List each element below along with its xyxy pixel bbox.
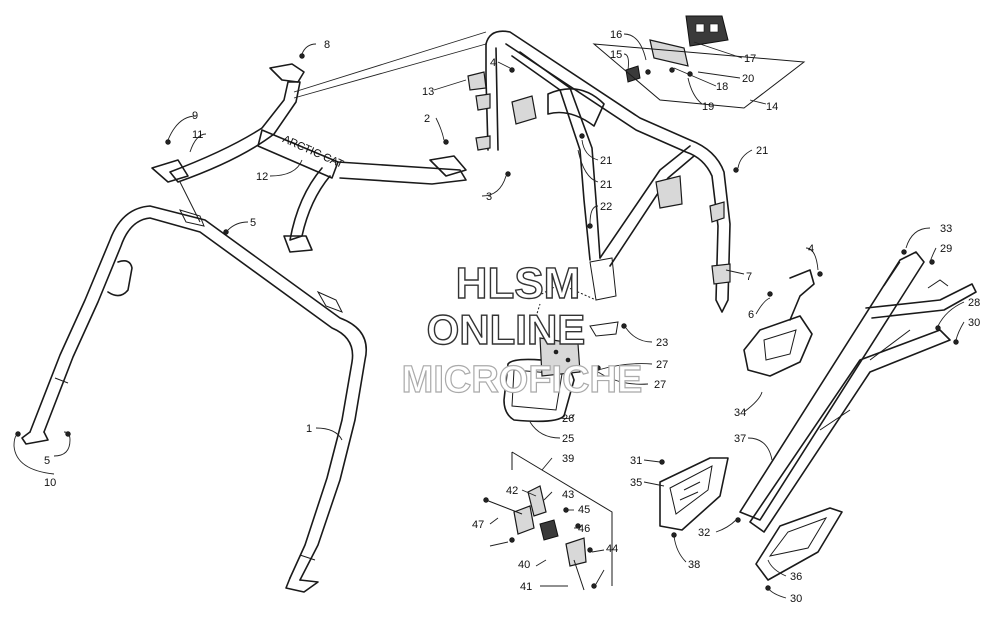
callout-21: 21 xyxy=(756,145,768,157)
roll-cage-logo-text: ARCTIC CAT xyxy=(281,133,346,171)
callout-7: 9 xyxy=(192,110,198,122)
callout-27: 30 xyxy=(968,317,980,329)
callout-9: 12 xyxy=(256,171,268,183)
watermark-line-1: HLSM xyxy=(456,259,581,308)
watermark: HLSM ONLINE MICROFICHE xyxy=(401,258,643,401)
callout-7: 8 xyxy=(324,39,330,51)
callout-38: 40 xyxy=(518,559,530,571)
callout-labels: 8 9 11 12 5 1 5 10 13 2 3 4 16 15 17 20 … xyxy=(44,29,980,605)
callout-4: 4 xyxy=(808,243,814,255)
callout-16: 18 xyxy=(716,81,728,93)
callout-8: 11 xyxy=(192,129,203,141)
callout-1: 1 xyxy=(306,423,312,435)
callout-29: 31 xyxy=(630,455,642,467)
callout-40: 42 xyxy=(506,485,518,497)
callout-36: 38 xyxy=(688,559,700,571)
callout-14: 16 xyxy=(610,29,622,41)
callout-32: 34 xyxy=(734,407,746,419)
callout-12: 14 xyxy=(766,101,778,113)
rear-roll-cage xyxy=(467,30,731,313)
callout-42: 44 xyxy=(606,543,618,555)
long-support-frame xyxy=(739,251,977,533)
callout-18: 20 xyxy=(742,73,754,85)
callout-27: 29 xyxy=(940,243,952,255)
hardware-fasteners xyxy=(15,53,959,591)
hinge-assembly xyxy=(485,451,613,591)
callout-43: 45 xyxy=(578,504,590,516)
callout-23: 26 xyxy=(562,413,574,425)
callout-30: 32 xyxy=(698,527,710,539)
rear-light-assembly xyxy=(503,283,619,423)
callout-7: 10 xyxy=(44,477,56,489)
callout-34: 36 xyxy=(790,571,802,583)
upper-cross-bar xyxy=(151,63,305,223)
callout-11: 7 xyxy=(746,271,752,283)
callout-45: 47 xyxy=(472,519,484,531)
callout-21: 22 xyxy=(600,201,612,213)
callout-17: 19 xyxy=(702,101,714,113)
callout-4: 4 xyxy=(490,57,496,69)
callout-5: 5 xyxy=(44,455,50,467)
callout-6: 6 xyxy=(748,309,754,321)
watermark-line-2: ONLINE xyxy=(427,306,586,353)
callout-28: 30 xyxy=(790,593,802,605)
callout-19: 21 xyxy=(600,155,612,167)
callout-39: 41 xyxy=(520,581,532,593)
callout-10: 13 xyxy=(422,86,434,98)
right-mounting-plate xyxy=(755,507,843,581)
callout-31: 33 xyxy=(940,223,952,235)
callout-33: 35 xyxy=(630,477,642,489)
callout-15: 17 xyxy=(744,53,756,65)
side-guard xyxy=(743,269,815,377)
light-assembly xyxy=(293,15,806,109)
callout-20: 21 xyxy=(600,179,612,191)
callout-13: 15 xyxy=(610,49,622,61)
grab-bar-with-logo: ARCTIC CAT xyxy=(257,129,467,253)
callout-25: 27 xyxy=(656,359,668,371)
callout-24: 27 xyxy=(654,379,666,391)
callout-3: 3 xyxy=(486,191,492,203)
callout-21: 23 xyxy=(656,337,668,349)
callout-5: 5 xyxy=(250,217,256,229)
callout-41: 43 xyxy=(562,489,574,501)
roll-bar-front xyxy=(21,205,367,593)
callout-35: 37 xyxy=(734,433,746,445)
watermark-line-3: MICROFICHE xyxy=(402,359,643,401)
callout-37: 39 xyxy=(562,453,574,465)
callout-22: 25 xyxy=(562,433,574,445)
callout-leaders xyxy=(13,33,965,599)
callout-2: 2 xyxy=(424,113,430,125)
left-mounting-plate xyxy=(659,457,729,531)
callout-26: 28 xyxy=(968,297,980,309)
callout-44: 46 xyxy=(578,523,590,535)
